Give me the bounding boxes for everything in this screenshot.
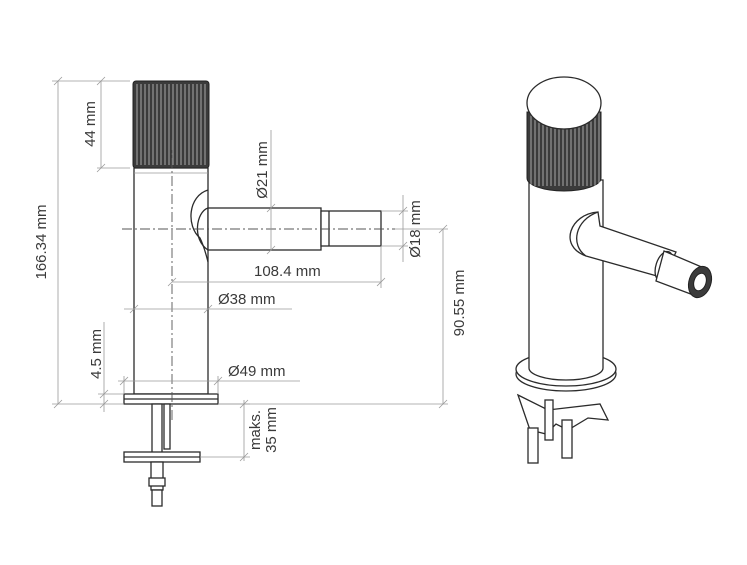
dim-handle-height: 44 mm bbox=[82, 76, 130, 173]
label-base-diameter: Ø49 mm bbox=[228, 363, 286, 380]
iso-knurled-handle bbox=[526, 76, 602, 192]
dim-spout-diameter: Ø21 mm bbox=[254, 130, 276, 255]
dim-base-thickness: 4.5 mm bbox=[88, 322, 124, 412]
dim-outlet-height: 90.55 mm bbox=[218, 224, 468, 409]
dim-total-height: 166.34 mm bbox=[33, 76, 130, 409]
isometric-view bbox=[515, 76, 713, 464]
label-outlet-height: 90.55 mm bbox=[451, 270, 468, 337]
label-total-height: 166.34 mm bbox=[33, 204, 50, 279]
mounting-hardware bbox=[123, 403, 201, 507]
dim-max-mount: maks. 35 mm bbox=[200, 399, 280, 462]
label-body-diameter: Ø38 mm bbox=[218, 291, 276, 308]
dim-nozzle-diameter: Ø18 mm bbox=[381, 195, 424, 262]
label-max-mount-line1: maks. bbox=[247, 410, 264, 450]
spout-joint bbox=[190, 189, 209, 263]
label-base-thickness: 4.5 mm bbox=[88, 329, 105, 379]
label-handle-height: 44 mm bbox=[82, 101, 99, 147]
side-view: 166.34 mm 44 mm Ø21 mm Ø18 mm bbox=[33, 76, 468, 507]
label-max-mount-line2: 35 mm bbox=[263, 407, 280, 453]
dim-reach: 108.4 mm bbox=[167, 246, 386, 288]
label-spout-diameter: Ø21 mm bbox=[254, 141, 271, 199]
dim-base-diameter: Ø49 mm bbox=[118, 363, 300, 394]
knurled-handle bbox=[132, 80, 210, 169]
nozzle bbox=[320, 210, 382, 247]
dim-body-diameter: Ø38 mm bbox=[124, 291, 292, 314]
faucet-body bbox=[133, 167, 209, 395]
label-reach: 108.4 mm bbox=[254, 263, 321, 280]
